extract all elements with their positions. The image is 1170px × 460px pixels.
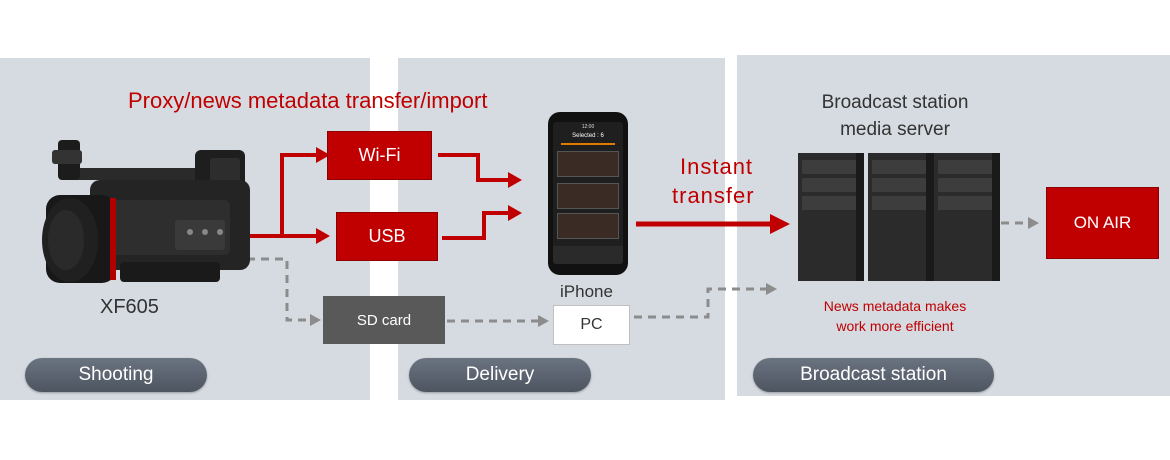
metadata-note: News metadata makes work more efficient <box>800 296 990 336</box>
metadata-note-line1: News metadata makes <box>823 298 967 314</box>
phone-time: 12:00 <box>581 124 595 130</box>
section-pill-shooting: Shooting <box>25 358 207 392</box>
server-title: Broadcast station media server <box>800 89 990 143</box>
section-pill-delivery: Delivery <box>409 358 591 392</box>
diagram-title: Proxy/news metadata transfer/import <box>128 88 488 113</box>
camera-to-sd-arrow <box>247 257 312 322</box>
phone-header: Selected : 6 <box>572 133 604 139</box>
sd-card-box: SD card <box>323 296 445 344</box>
wifi-box: Wi-Fi <box>327 131 432 180</box>
arrow-head-wifi <box>316 147 330 163</box>
phone-label: iPhone <box>560 282 613 301</box>
pc-box: PC <box>553 305 630 345</box>
metadata-note-line2: work more efficient <box>836 318 954 334</box>
server-title-line2: media server <box>840 119 950 140</box>
smartphone-icon: 12:00 Selected : 6 <box>548 112 628 275</box>
instant-transfer-line2: transfer <box>672 183 755 208</box>
pc-to-server-arrow <box>634 287 768 319</box>
instant-transfer-line1: Instant <box>680 154 754 179</box>
on-air-box: ON AIR <box>1046 187 1159 259</box>
section-pill-broadcast: Broadcast station <box>753 358 994 392</box>
red-split-arrow <box>245 153 318 238</box>
instant-transfer-label: Instant transfer <box>672 152 755 210</box>
camera-label: XF605 <box>100 296 159 318</box>
phone-screen: 12:00 Selected : 6 <box>553 122 623 264</box>
usb-to-phone-arrow <box>442 211 510 240</box>
arrow-head-usb <box>316 228 330 244</box>
wifi-to-phone-arrow <box>438 153 510 182</box>
server-title-line1: Broadcast station <box>821 92 969 113</box>
usb-box: USB <box>336 212 438 261</box>
